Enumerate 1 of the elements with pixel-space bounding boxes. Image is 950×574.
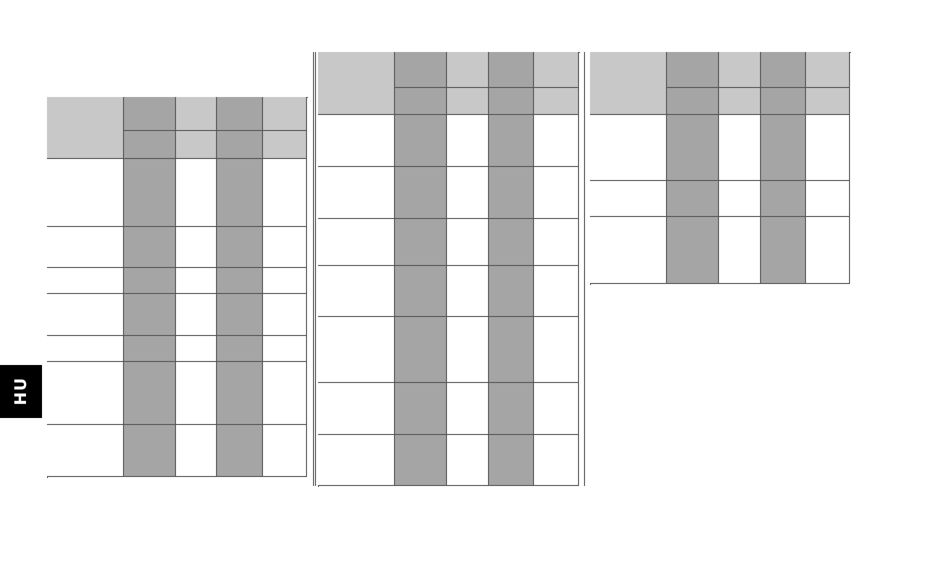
language-code: HU [13,377,29,406]
